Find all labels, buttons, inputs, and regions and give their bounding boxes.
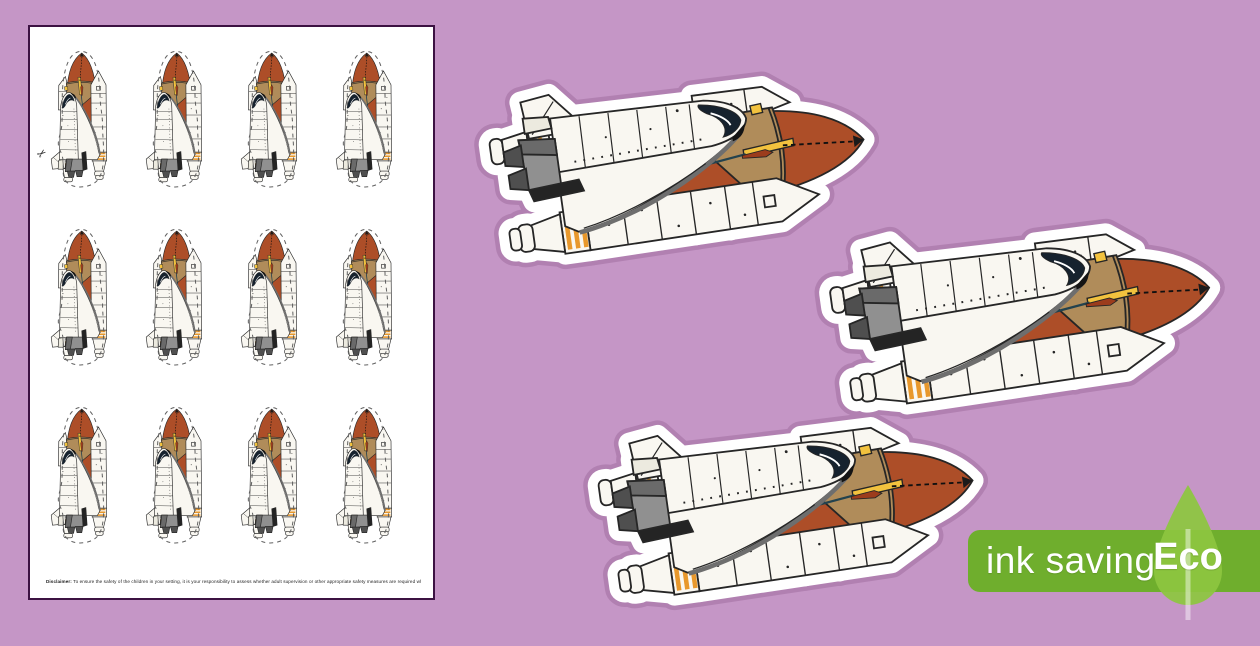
ink-saving-label: ink saving — [986, 540, 1156, 581]
shuttle-cutout — [327, 403, 404, 551]
shuttle-cutout — [137, 403, 214, 551]
leaf-icon — [1154, 485, 1222, 620]
printable-sheet: ✂ Disclaimer: To ensure the safety of th… — [28, 25, 435, 600]
shuttle-cutout — [232, 47, 309, 195]
page: ✂ Disclaimer: To ensure the safety of th… — [28, 20, 1260, 620]
shuttle-cutout — [232, 225, 309, 373]
eco-label: Eco — [1153, 536, 1223, 578]
shuttle-cutout — [137, 47, 214, 195]
shuttle-cutout — [42, 225, 119, 373]
shuttle-cutout — [232, 403, 309, 551]
shuttle-cutout — [327, 47, 404, 195]
shuttle-sticker — [547, 361, 1017, 645]
shuttle-cutout — [42, 47, 119, 195]
disclaimer-text: Disclaimer: To ensure the safety of the … — [46, 579, 421, 585]
shuttle-cutout — [42, 403, 119, 551]
shuttle-sticker — [778, 167, 1254, 455]
shuttle-sticker — [438, 20, 908, 304]
shuttle-cutout — [327, 225, 404, 373]
shuttle-cutout — [137, 225, 214, 373]
disclaimer-body: To ensure the safety of the children in … — [73, 578, 421, 584]
disclaimer-label: Disclaimer: — [46, 578, 72, 584]
